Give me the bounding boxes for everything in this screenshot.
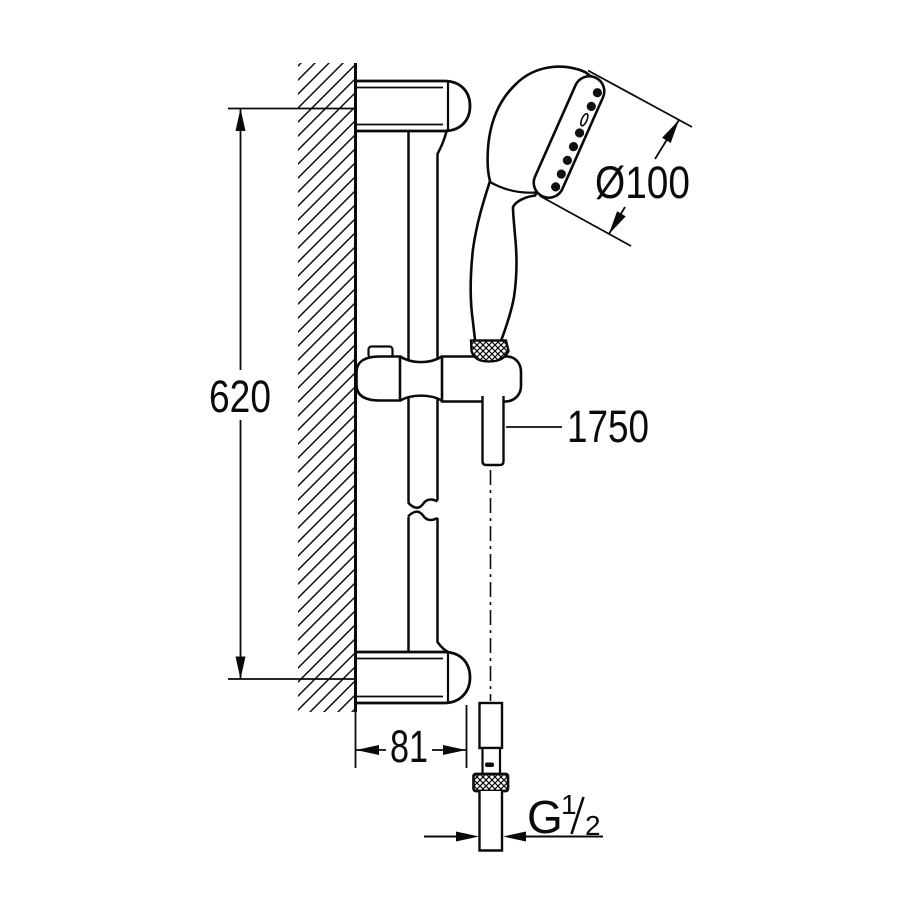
- dim-g12-fraction-slash: [570, 796, 585, 835]
- dim-dia-arrow-lower: [608, 211, 626, 235]
- spray-face-plate: [532, 74, 606, 200]
- rail-break-lower: [407, 510, 439, 522]
- dimension-81: 81: [354, 705, 468, 772]
- top-bracket-arm: [357, 79, 472, 133]
- dim-dia-ext-lower: [539, 195, 632, 247]
- dim-dia-ext-upper: [587, 69, 693, 128]
- head-handle-seam: [489, 181, 537, 194]
- dim-81-arrow-left: [356, 745, 379, 755]
- slider-saddle-fill: [400, 357, 442, 401]
- hand-shower: [469, 65, 606, 343]
- rail-right-lower: [436, 518, 450, 654]
- dim-g12-label-g: G: [527, 791, 563, 843]
- dim-620-label-bg: [212, 370, 268, 420]
- dim-dia-label: Ø100: [595, 157, 690, 208]
- connector-detent: [485, 762, 494, 767]
- cone-knurled-nut: [469, 339, 510, 363]
- dimension-620: 620: [209, 107, 355, 680]
- dim-620-arrow-down: [235, 656, 246, 679]
- dim-81-label-bg: [386, 726, 432, 766]
- dimension-diameter-100: Ø100: [539, 69, 693, 247]
- spray-face: [532, 74, 606, 200]
- dim-620-label: 620: [209, 371, 271, 422]
- hose-end-fitting: [478, 701, 504, 750]
- top-bracket: [357, 79, 472, 133]
- bottom-bracket: [357, 650, 472, 705]
- bottom-bracket-arm: [357, 650, 472, 705]
- dim-g12-arrow-left: [456, 831, 479, 842]
- dim-1750-label: 1750: [567, 401, 649, 452]
- dim-dia-arrow-upper: [662, 120, 679, 143]
- rail-right-upper: [436, 131, 448, 362]
- hose-knurled-nut: [472, 772, 510, 793]
- wall: [298, 63, 357, 712]
- shower-hose-upper: [481, 396, 505, 467]
- logo-ellipse: [579, 112, 589, 127]
- handshower-holder: [440, 355, 523, 403]
- dim-620-arrow-up: [235, 108, 246, 131]
- hose-lower: [472, 470, 510, 852]
- hose-connector: [481, 746, 502, 776]
- spray-nozzles: [551, 88, 602, 192]
- dim-81-arrow-right: [443, 745, 466, 755]
- dimension-1750: 1750: [506, 401, 649, 452]
- dim-g12-label-denominator: 2: [585, 810, 601, 841]
- rail-break-upper: [407, 498, 439, 509]
- dim-g12-arrow-right: [503, 831, 526, 842]
- dimension-thread-g12: G 1 2: [424, 789, 603, 843]
- thread-pipe: [478, 791, 504, 852]
- dim-g12-label-numerator: 1: [561, 789, 577, 820]
- slider-saddle-top: [399, 355, 443, 364]
- dim-81-label: 81: [390, 721, 428, 772]
- slider-assembly: [355, 339, 523, 467]
- wall-hatching: [298, 63, 355, 712]
- slider-saddle-bottom: [399, 394, 443, 402]
- slider-clamp-body: [355, 355, 402, 402]
